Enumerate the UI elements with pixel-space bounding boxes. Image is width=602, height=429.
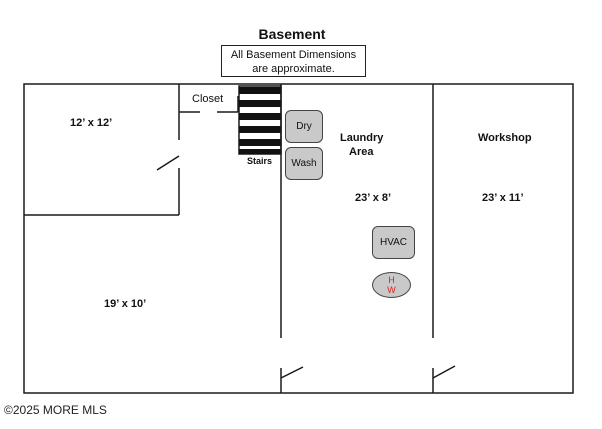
laundry-label-line-1: Laundry: [340, 132, 384, 144]
room-b-dimensions: 19’ x 10’: [104, 298, 147, 310]
stair-treads: [239, 87, 281, 154]
copyright-watermark: ©2025 MORE MLS: [4, 403, 107, 417]
stair-tread: [239, 149, 281, 154]
stair-tread: [239, 100, 281, 107]
closet-label: Closet: [192, 93, 224, 105]
stair-tread: [239, 126, 281, 133]
stair-tread: [239, 113, 281, 120]
dryer: Dry: [285, 110, 323, 143]
note-line-2: are approximate.: [252, 63, 335, 75]
room-a-door-swing: [156, 155, 180, 171]
workshop-label: Workshop: [478, 132, 532, 144]
workshop-dimensions: 23’ x 11’: [482, 192, 524, 204]
hvac-unit: HVAC: [372, 226, 415, 259]
workshop-door-swing: [432, 365, 456, 379]
room-a-dimensions: 12’ x 12’: [70, 117, 113, 129]
stairs-label: Stairs: [247, 156, 273, 166]
laundry-door-swing: [280, 366, 304, 379]
stair-tread: [239, 87, 281, 94]
dimensions-note: All Basement Dimensions are approximate.: [221, 45, 366, 77]
hot-water-heater: H W: [372, 272, 411, 298]
hw-label-line-2: W: [387, 285, 396, 295]
washer: Wash: [285, 147, 323, 180]
hw-label-line-1: H: [388, 275, 395, 285]
note-line-1: All Basement Dimensions: [230, 49, 357, 61]
plan-title: Basement: [258, 26, 326, 42]
outer-wall: [23, 83, 574, 394]
laundry-dimensions: 23’ x 8’: [355, 192, 392, 204]
stair-tread: [239, 139, 281, 146]
laundry-label-line-2: Area: [349, 146, 374, 158]
